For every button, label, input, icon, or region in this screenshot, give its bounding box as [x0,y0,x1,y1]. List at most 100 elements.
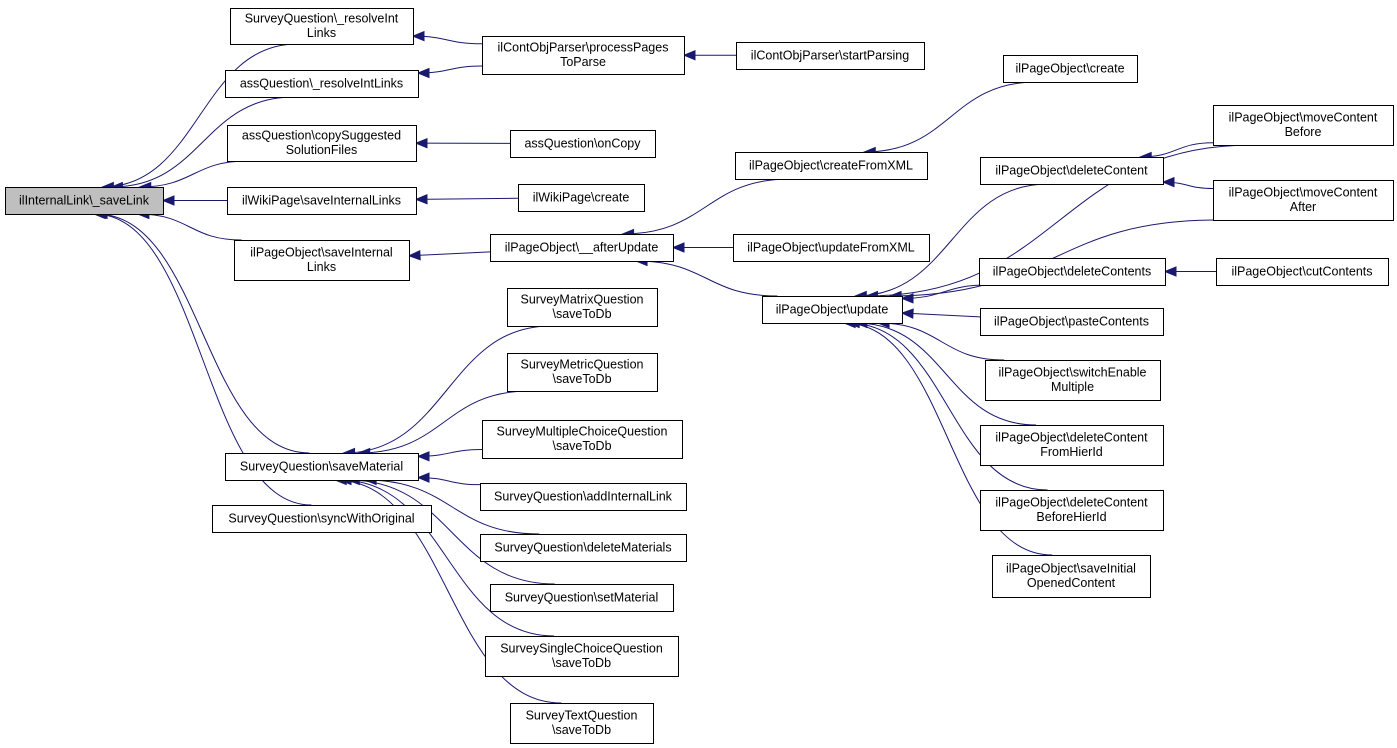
edge-po_delbefore-to-po_update [848,322,1048,491]
node-label: SurveyTextQuestion [526,709,638,723]
node-label: SurveyQuestion\deleteMaterials [494,540,671,554]
node-po_save[interactable]: ilPageObject\saveInternalLinks [234,240,410,281]
node-box [225,70,419,98]
node-po_after[interactable]: ilPageObject\__afterUpdate [490,234,674,262]
node-po_cut[interactable]: ilPageObject\cutContents [1216,258,1389,286]
node-aq_resolve[interactable]: assQuestion\_resolveIntLinks [225,70,419,98]
node-label: SurveyMultipleChoiceQuestion [497,425,668,439]
node-box [735,152,928,180]
node-box [518,184,645,212]
edge-po_save-to-root [137,213,242,241]
node-sq_sync[interactable]: SurveyQuestion\syncWithOriginal [212,505,432,533]
node-label: \saveToDb [552,372,611,386]
node-label: After [1290,200,1316,214]
node-sq_setmat[interactable]: SurveyQuestion\setMaterial [490,584,674,612]
arrowhead-icon [414,194,428,205]
node-po_update[interactable]: ilPageObject\update [762,296,903,324]
arrowhead-icon [900,308,914,319]
edge-po_mcb-to-po_update [866,144,1252,297]
node-box [736,42,925,70]
node-box [480,534,687,562]
node-sq_addlink[interactable]: SurveyQuestion\addInternalLink [480,483,687,511]
node-box [482,420,683,459]
node-smq[interactable]: SurveyMatrixQuestion\saveToDb [507,288,658,327]
node-smcq[interactable]: SurveyMultipleChoiceQuestion\saveToDb [482,420,683,459]
node-po_updatexml[interactable]: ilPageObject\updateFromXML [733,234,930,262]
node-po_paste[interactable]: ilPageObject\pasteContents [980,308,1164,336]
node-label: ilPageObject\create [1015,61,1124,75]
node-box [490,234,674,262]
node-label: ilPageObject\saveInternal [250,246,392,260]
edge-stq-to-sq_savemat [335,479,562,704]
node-label: ilPageObject\update [776,302,889,316]
arrowhead-icon [1161,176,1175,188]
node-label: ilContObjParser\startParsing [751,48,909,62]
node-box [234,240,410,281]
node-cop_start[interactable]: ilContObjParser\startParsing [736,42,925,70]
arrowhead-icon [671,242,685,253]
node-box [733,234,930,262]
node-po_create[interactable]: ilPageObject\create [1003,55,1138,83]
node-label: ilInternalLink\_saveLink [19,193,150,207]
edge-aq_resolve-to-root [111,96,295,188]
node-wiki_save[interactable]: ilWikiPage\saveInternalLinks [227,187,417,215]
arrowhead-icon [411,30,425,42]
arrowhead-icon [1163,266,1177,277]
node-label: ilWikiPage\saveInternalLinks [242,193,401,207]
node-po_delcontent[interactable]: ilPageObject\deleteContent [980,157,1164,185]
node-label: ilWikiPage\create [533,190,630,204]
node-po_createxml[interactable]: ilPageObject\createFromXML [735,152,928,180]
edge-smq-to-sq_savemat [343,325,551,454]
node-box [480,483,687,511]
node-label: \saveToDb [552,723,611,737]
arrowhead-icon [416,67,430,79]
node-sq_resolve[interactable]: SurveyQuestion\_resolveIntLinks [230,8,414,45]
node-aq_oncopy[interactable]: assQuestion\onCopy [510,130,656,158]
node-wiki_create[interactable]: ilWikiPage\create [518,184,645,212]
edge-sq_setmat-to-sq_savemat [348,479,555,585]
node-sq_delmat[interactable]: SurveyQuestion\deleteMaterials [480,534,687,562]
node-label: SurveyQuestion\addInternalLink [494,489,673,503]
node-sq_savemat[interactable]: SurveyQuestion\saveMaterial [225,453,419,481]
node-label: ilPageObject\deleteContent [995,496,1148,510]
edge-sq_resolve-to-root [102,43,298,188]
node-root[interactable]: ilInternalLink\_saveLink [5,187,164,215]
node-label: SurveyQuestion\syncWithOriginal [228,511,414,525]
node-label: ilPageObject\deleteContents [993,264,1151,278]
node-box [507,288,658,327]
node-box [227,125,417,162]
node-label: ilPageObject\updateFromXML [747,240,914,254]
edge-po_delcontents-to-po_update [901,284,987,299]
edge-po_paste-to-po_update [901,312,981,318]
node-box [1213,180,1394,221]
node-box [5,187,164,215]
node-label: Before [1285,125,1322,139]
edge-wiki_create-to-wiki_save [415,197,519,200]
arrowhead-icon [414,137,428,149]
node-po_delcontents[interactable]: ilPageObject\deleteContents [979,258,1166,286]
node-label: SurveyQuestion\setMaterial [505,590,659,604]
node-label: assQuestion\onCopy [524,136,641,150]
edge-aq_copy-to-root [139,160,248,188]
node-smetq[interactable]: SurveyMetricQuestion\saveToDb [507,353,658,392]
node-box [985,360,1161,401]
node-ssc[interactable]: SurveySingleChoiceQuestion\saveToDb [485,636,679,677]
node-box [510,130,656,158]
edge-po_createxml-to-po_after [622,178,790,235]
node-stq[interactable]: SurveyTextQuestion\saveToDb [510,703,654,744]
node-label: ilPageObject\cutContents [1231,264,1372,278]
node-label: assQuestion\copySuggested [242,129,401,143]
node-label: BeforeHierId [1036,510,1106,524]
node-label: ilPageObject\switchEnable [999,366,1147,380]
node-box [225,453,419,481]
node-box [1213,105,1394,146]
node-label: ilPageObject\moveContent [1229,186,1378,200]
